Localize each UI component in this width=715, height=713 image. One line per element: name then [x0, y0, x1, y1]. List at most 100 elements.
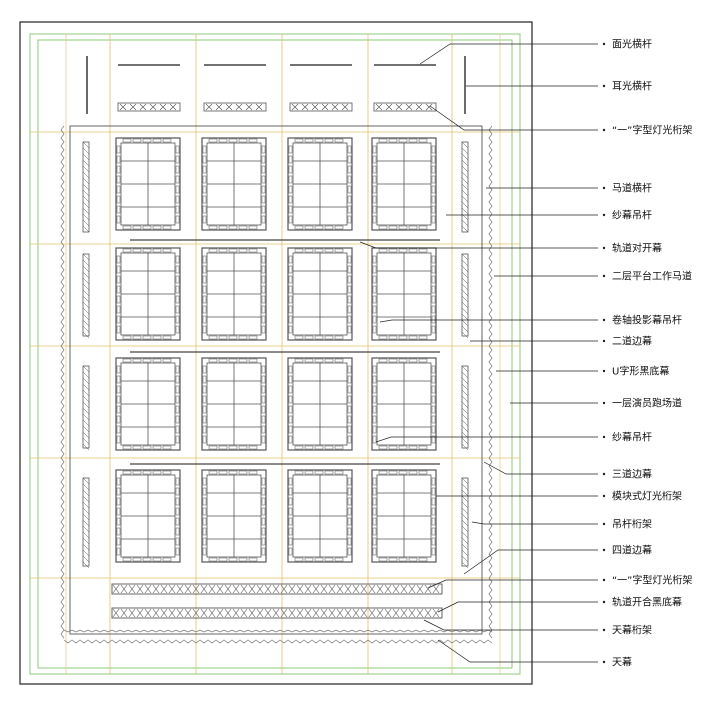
- light-truss-small: [373, 102, 437, 112]
- left-curtain-brace: [82, 283, 90, 291]
- module-clamp: [132, 445, 142, 450]
- module-clamp: [132, 248, 142, 253]
- right-curtain-brace: [461, 177, 469, 185]
- module-clamp: [152, 138, 162, 143]
- module-clamp: [288, 497, 293, 506]
- sky-truss-brace: [336, 608, 344, 618]
- sky-truss-brace: [384, 608, 392, 618]
- module-clamp: [175, 165, 180, 174]
- light-truss-long-brace: [112, 584, 120, 594]
- module-clamp: [288, 405, 293, 414]
- module-clamp: [288, 305, 293, 314]
- light-truss-long-brace: [344, 584, 352, 594]
- left-curtain-brace: [82, 437, 90, 445]
- module-clamp: [347, 285, 352, 294]
- right-curtain-brace: [461, 289, 469, 297]
- sky-truss: [111, 607, 443, 619]
- right-curtain: [461, 365, 469, 449]
- module-truss: [115, 469, 181, 563]
- leader-line: [359, 241, 598, 249]
- module-clamp: [208, 557, 218, 562]
- module-clamp: [304, 470, 314, 475]
- right-curtain-brace: [461, 519, 469, 527]
- module-clamp: [324, 445, 334, 450]
- module-truss: [371, 137, 437, 231]
- truss-brace: [235, 103, 243, 111]
- module-clamp: [218, 138, 228, 143]
- truss-brace: [395, 103, 403, 111]
- module-clamp: [431, 487, 436, 496]
- module-clamp: [347, 265, 352, 274]
- module-clamp: [261, 507, 266, 516]
- left-curtain-brace: [82, 477, 90, 485]
- module-clamp: [202, 285, 207, 294]
- side-curtains: [82, 56, 469, 569]
- callout-label: “一”字型灯光桁架: [612, 574, 692, 587]
- right-curtain-brace: [461, 425, 469, 433]
- left-curtain-brace: [82, 183, 90, 191]
- module-clamp: [228, 335, 238, 340]
- module-clamp: [202, 295, 207, 304]
- light-truss-long-brace: [184, 584, 192, 594]
- sky-truss-brace: [344, 608, 352, 618]
- module-clamp: [418, 335, 428, 340]
- module-clamp: [248, 445, 258, 450]
- module-clamp: [324, 248, 334, 253]
- module-clamp: [347, 487, 352, 496]
- module-clamp: [304, 138, 314, 143]
- module-clamp: [388, 557, 398, 562]
- right-curtain-brace: [461, 525, 469, 533]
- module-clamp: [202, 487, 207, 496]
- label-dot: [602, 42, 606, 46]
- truss-brace: [375, 103, 383, 111]
- module-clamp: [116, 145, 121, 154]
- module-clamp: [388, 335, 398, 340]
- module-clamp: [347, 415, 352, 424]
- left-curtain-brace: [82, 401, 90, 409]
- callout-label: 轨道对开幕: [612, 242, 662, 255]
- module-clamp: [202, 517, 207, 526]
- module-clamp: [431, 365, 436, 374]
- module-clamp: [334, 138, 344, 143]
- module-clamp: [202, 425, 207, 434]
- module-clamp: [152, 225, 162, 230]
- module-clamp: [202, 195, 207, 204]
- label-dot: [602, 548, 606, 552]
- left-curtain-brace: [82, 153, 90, 161]
- label-dot: [602, 660, 606, 664]
- module-clamp: [372, 205, 377, 214]
- module-clamp: [388, 225, 398, 230]
- right-curtain-brace: [461, 153, 469, 161]
- truss-brace: [301, 103, 309, 111]
- left-curtain-brace: [82, 171, 90, 179]
- light-truss-long-brace: [144, 584, 152, 594]
- module-clamp: [152, 358, 162, 363]
- module-clamp: [408, 225, 418, 230]
- module-clamp: [202, 155, 207, 164]
- module-clamp: [175, 205, 180, 214]
- module-clamp: [116, 497, 121, 506]
- module-clamp: [288, 365, 293, 374]
- module-clamp: [218, 445, 228, 450]
- truss-brace: [405, 103, 413, 111]
- left-curtain: [82, 253, 90, 337]
- module-clamp: [202, 275, 207, 284]
- module-clamp: [202, 395, 207, 404]
- module-clamp: [314, 335, 324, 340]
- module-clamp: [288, 547, 293, 556]
- module-clamp: [431, 435, 436, 444]
- module-clamp: [116, 415, 121, 424]
- left-curtain: [82, 477, 90, 567]
- module-clamp: [431, 275, 436, 284]
- right-curtain-brace: [461, 165, 469, 173]
- module-clamp: [132, 335, 142, 340]
- left-curtain-brace: [82, 277, 90, 285]
- module-clamp: [347, 537, 352, 546]
- light-truss-long-brace: [400, 584, 408, 594]
- light-truss-long-brace: [128, 584, 136, 594]
- right-curtain-brace: [461, 265, 469, 273]
- right-curtain-brace: [461, 419, 469, 427]
- module-clamp: [152, 335, 162, 340]
- module-truss: [201, 357, 267, 451]
- module-clamp: [288, 285, 293, 294]
